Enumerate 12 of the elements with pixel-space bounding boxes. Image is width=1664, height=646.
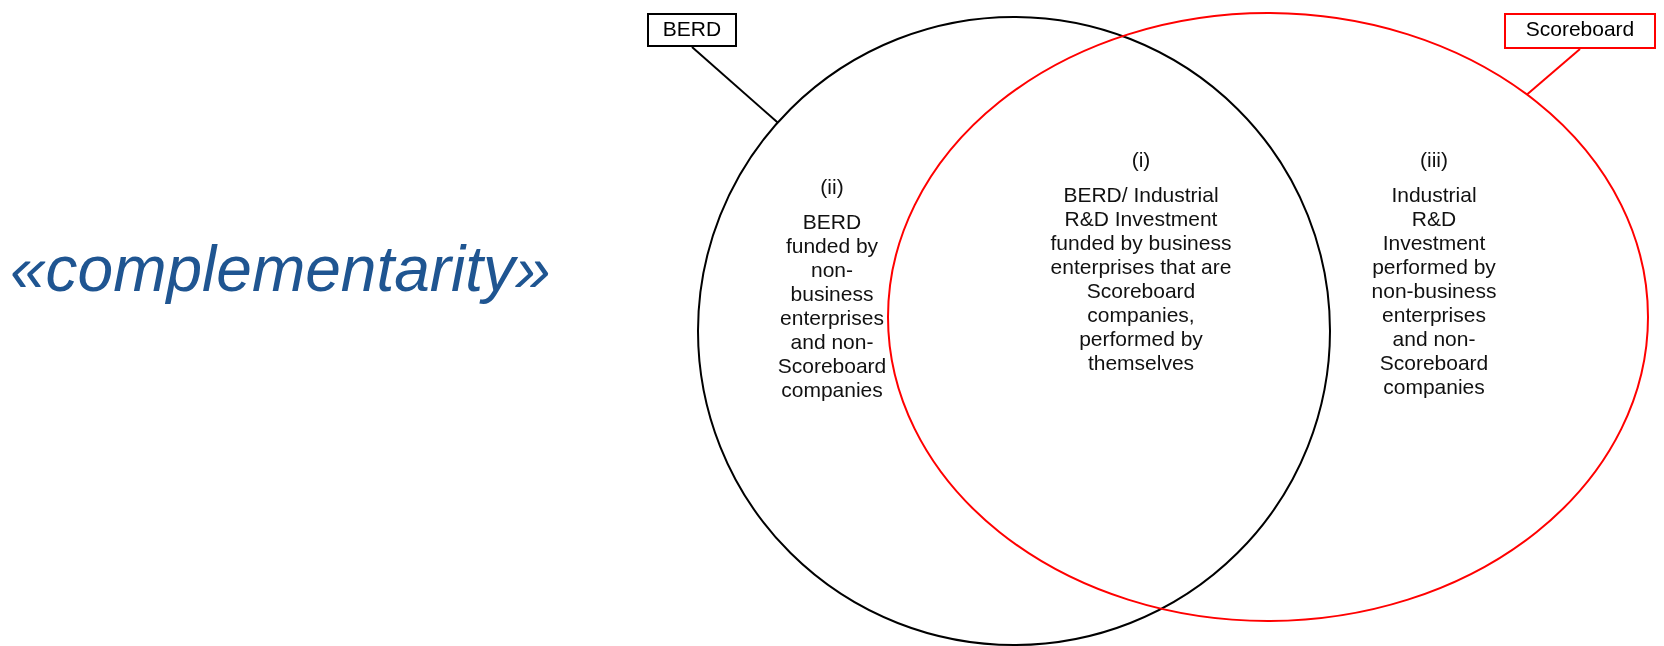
region-number: (i) [1130,148,1152,172]
region-text: BERD funded by non-business enterprises and non-Scoreboard companies [776,210,888,402]
region-number: (iii) [1419,148,1449,172]
region-text: BERD/ Industrial R&D Investment funded by business enterprises that are Scoreboard companies, performed by themselves [1049,183,1233,375]
region-text: Industrial R&D Investment performed by non-business enterprises and non-Scoreboard companies [1370,183,1498,399]
title-text: «complementarity» [10,232,551,306]
leader-line [1526,48,1581,96]
venn-circle [887,12,1649,622]
leader-line [691,46,779,124]
region-number: (ii) [819,175,845,199]
label-box: Scoreboard [1504,13,1656,49]
label-box: BERD [647,13,737,47]
